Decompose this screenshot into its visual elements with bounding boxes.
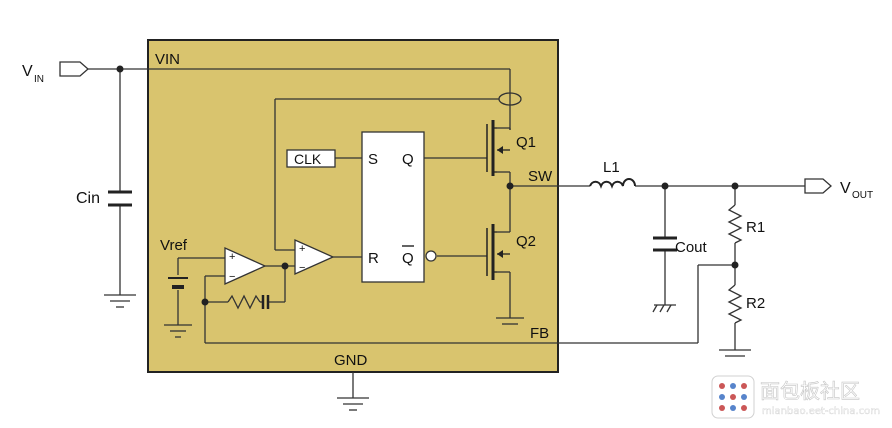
watermark-logo-icon: [711, 375, 755, 419]
error-amp-minus: −: [229, 271, 235, 283]
ground-icon: [652, 304, 676, 313]
inductor-icon: [589, 178, 636, 189]
opamp-icon: + −: [294, 238, 335, 276]
ground-icon: [164, 324, 192, 338]
vref-label: Vref: [160, 237, 188, 254]
ff-s-label: S: [368, 151, 378, 168]
capacitor-icon: [653, 236, 677, 252]
cout-label: Cout: [675, 239, 708, 256]
vin-input-label: V: [22, 63, 33, 80]
capacitor-icon: [108, 190, 132, 207]
clk-box: [286, 149, 336, 168]
sw-label: SW: [528, 168, 553, 185]
q2-label: Q2: [516, 233, 536, 250]
vout-label: V: [840, 180, 851, 197]
comparator-plus: +: [299, 243, 305, 255]
clk-label: CLK: [294, 151, 322, 167]
opamp-icon: + −: [224, 246, 267, 286]
ic-body: [147, 39, 559, 373]
mosfet-icon: [486, 120, 510, 176]
comparator-minus: −: [299, 262, 305, 274]
watermark-title: 面包板社区: [760, 379, 860, 403]
l1-label: L1: [603, 159, 620, 176]
q1-label: Q1: [516, 134, 536, 151]
r1-label: R1: [746, 219, 765, 236]
resistor-icon: [727, 204, 743, 244]
ground-icon: [719, 349, 751, 357]
vin-input-sub: IN: [34, 74, 44, 85]
vout-output-port-icon: [804, 178, 832, 194]
qbar-inverter-bubble: [425, 250, 437, 262]
ground-icon: [496, 317, 524, 325]
flipflop-icon: [361, 131, 425, 283]
ff-r-label: R: [368, 250, 379, 267]
error-amp-plus: +: [229, 251, 235, 263]
resistor-icon: [727, 284, 743, 324]
mosfet-icon: [486, 224, 510, 280]
vin-input-port-icon: [59, 61, 89, 77]
ff-qbar-label: Q: [402, 250, 414, 267]
ground-icon: [104, 294, 136, 308]
capacitor-icon: [261, 295, 270, 309]
ground-icon: [337, 397, 369, 411]
r2-label: R2: [746, 295, 765, 312]
watermark-url: mianbao.eet-china.com: [762, 406, 880, 417]
watermark: 面包板社区 mianbao.eet-china.com: [711, 375, 880, 419]
gnd-label: GND: [334, 352, 368, 369]
fb-label: FB: [530, 325, 549, 342]
battery-icon: [168, 277, 188, 289]
current-sense-icon: [498, 92, 522, 106]
resistor-icon: [227, 294, 262, 310]
vin-pin-label: VIN: [155, 51, 180, 68]
ff-q-label: Q: [402, 151, 414, 168]
vout-sub: OUT: [852, 190, 873, 201]
cin-label: Cin: [76, 190, 100, 207]
